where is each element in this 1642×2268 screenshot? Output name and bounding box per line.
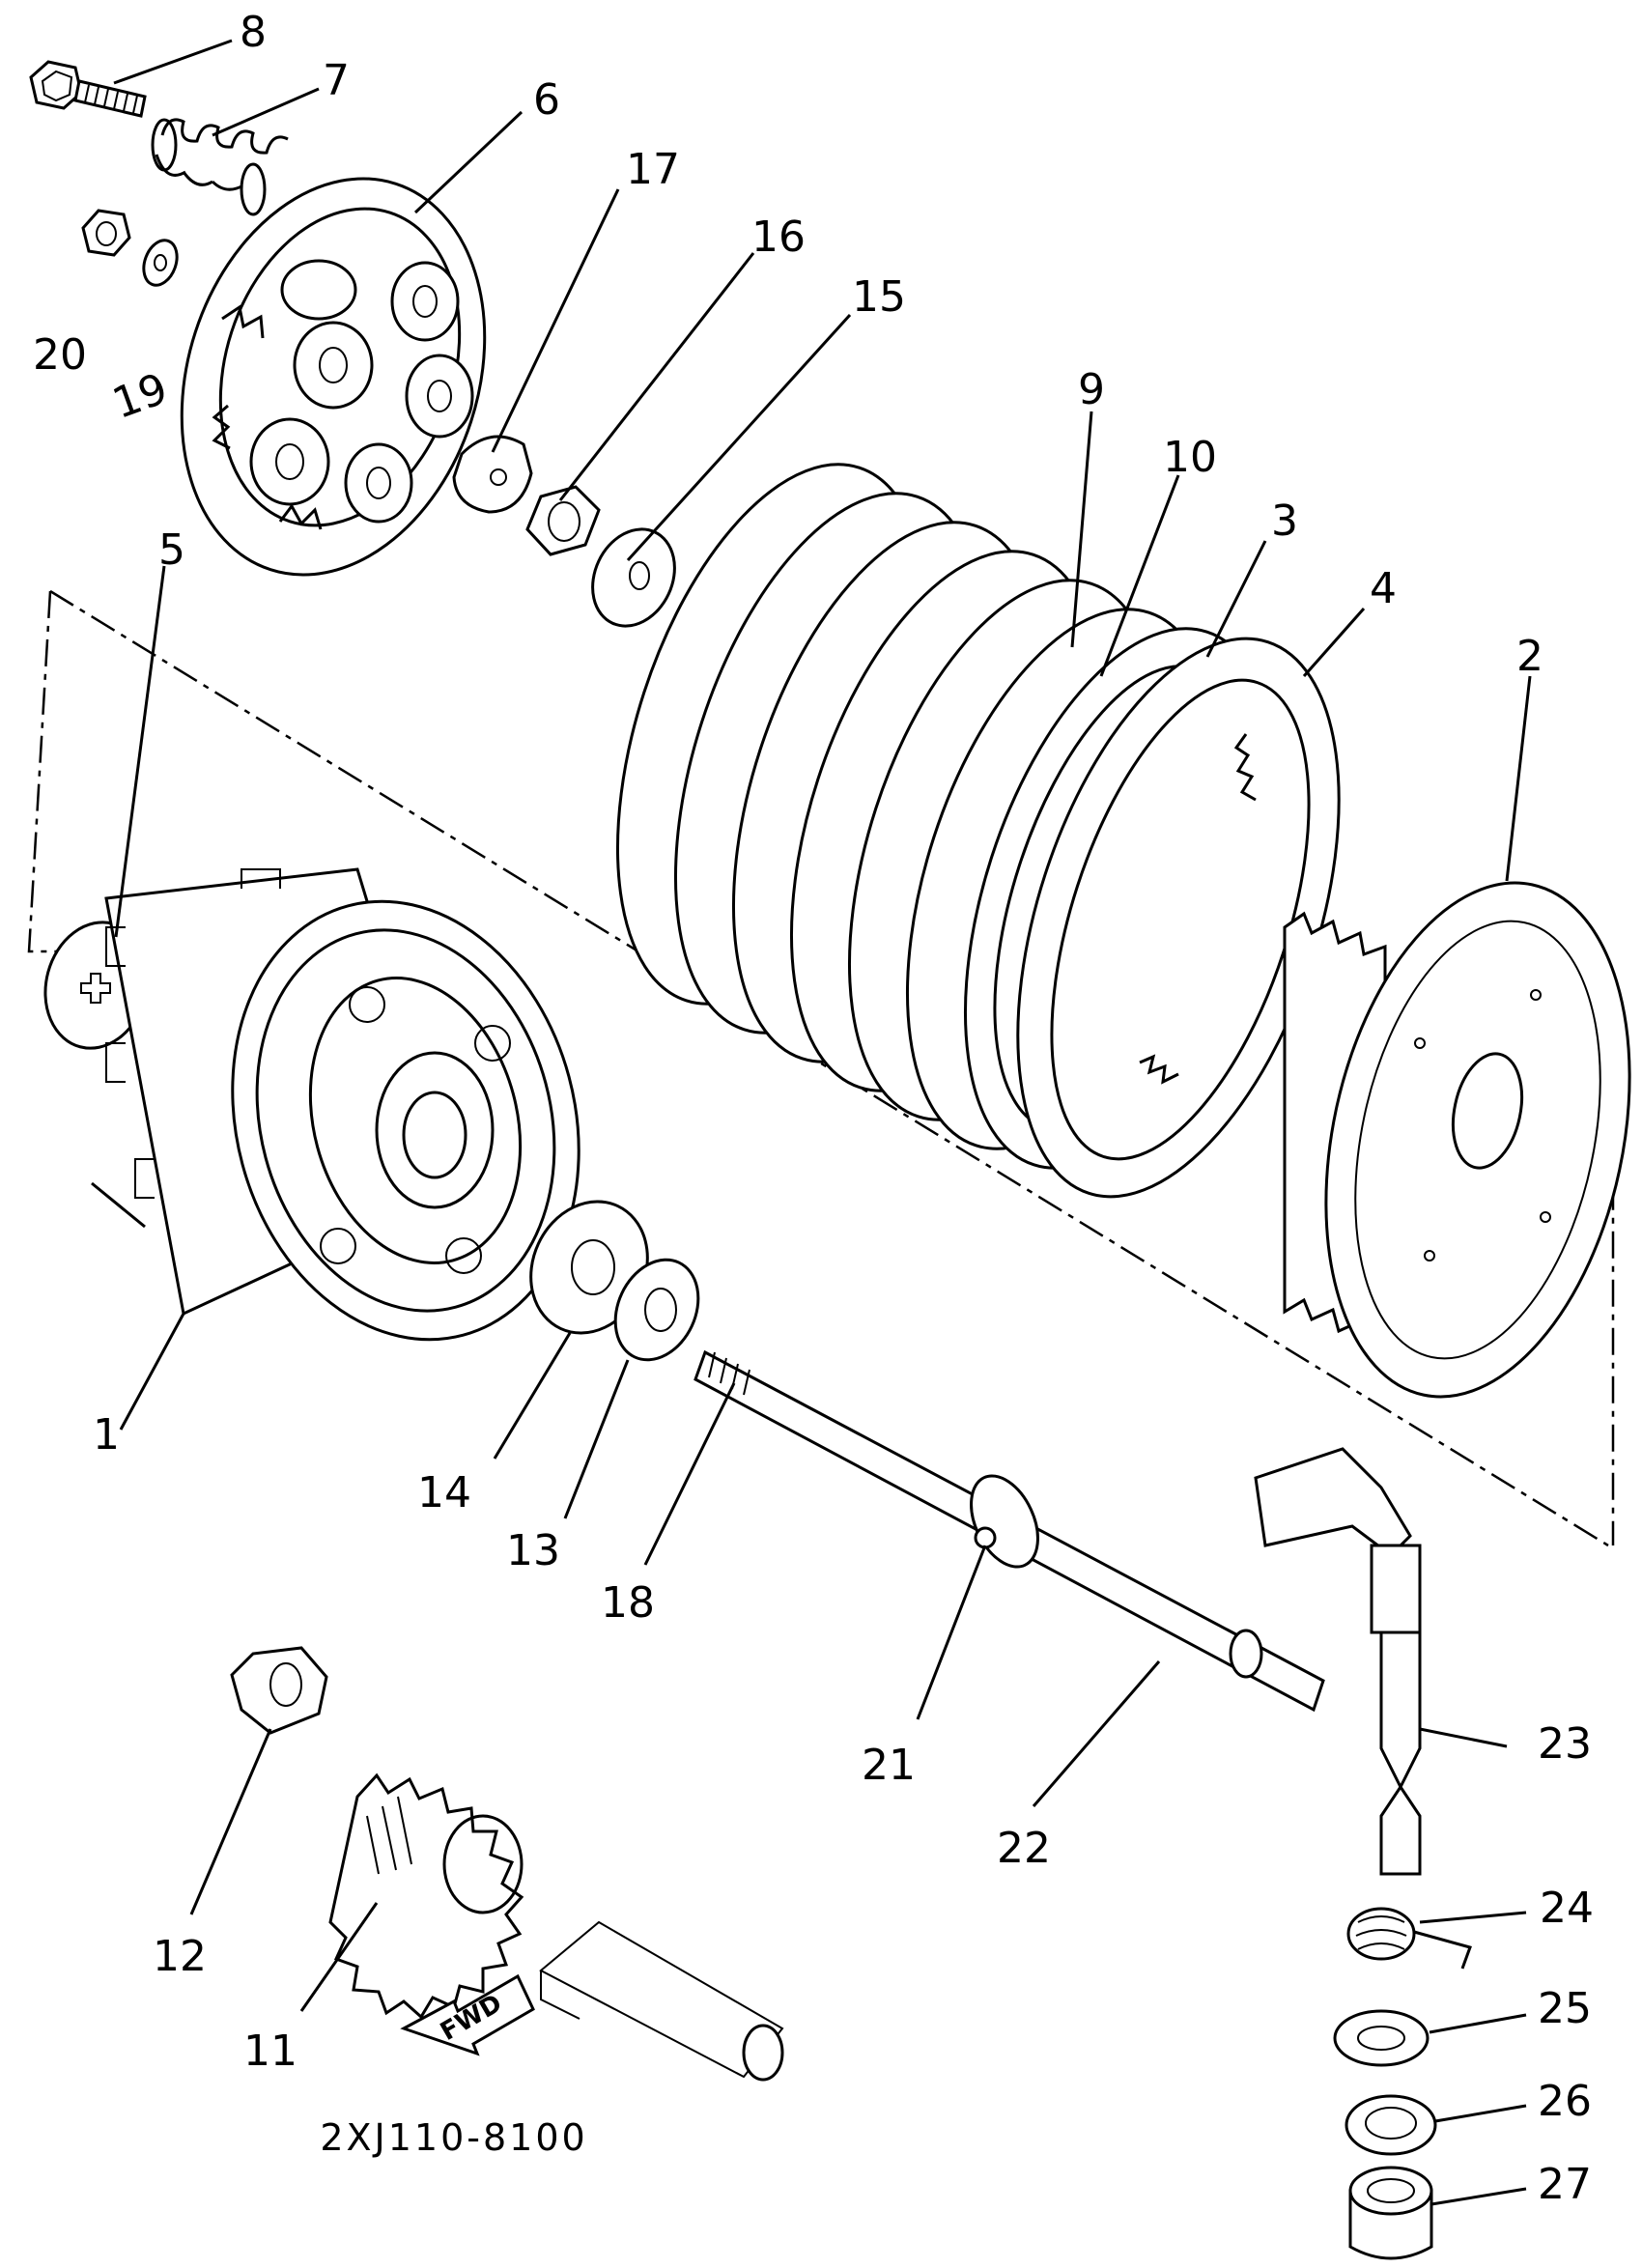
part-12-nut	[230, 1646, 328, 1735]
part-24-spring	[1346, 1907, 1472, 1970]
part-19-washer	[142, 239, 179, 287]
callout-20: 20	[33, 330, 87, 380]
callout-27: 27	[1538, 2160, 1592, 2209]
leader-lines	[91, 39, 1532, 2206]
callout-21: 21	[862, 1741, 916, 1790]
part-16-nut	[525, 485, 601, 556]
part-8-bolt	[29, 60, 147, 118]
callout-14: 14	[417, 1468, 471, 1517]
callout-12: 12	[153, 1932, 207, 1981]
callout-16: 16	[751, 213, 806, 262]
callout-22: 22	[997, 1824, 1051, 1873]
callout-8: 8	[240, 8, 267, 57]
callout-10: 10	[1163, 433, 1217, 482]
callout-24: 24	[1540, 1884, 1594, 1933]
part-27-bearing	[1348, 2166, 1433, 2260]
crankshaft-end	[539, 1920, 784, 2082]
callout-13: 13	[506, 1526, 560, 1575]
callout-15: 15	[852, 272, 906, 322]
part-17-push-plate	[452, 435, 533, 514]
part-7-spring	[151, 118, 289, 216]
part-1-clutch-housing	[104, 867, 580, 1342]
diagram-code: 2XJ110-8100	[320, 2116, 587, 2159]
callout-4: 4	[1370, 564, 1397, 613]
part-11-primary-drive-gear	[328, 1772, 524, 2020]
part-23-push-lever	[1254, 1447, 1422, 1876]
callout-17: 17	[626, 145, 680, 194]
callout-3: 3	[1271, 496, 1298, 546]
part-13-washer	[613, 1258, 700, 1362]
callout-5: 5	[158, 525, 185, 575]
callout-9: 9	[1078, 365, 1105, 414]
callout-7: 7	[323, 56, 350, 105]
callout-26: 26	[1538, 2077, 1592, 2126]
callout-11: 11	[243, 2027, 297, 2076]
callout-2: 2	[1516, 632, 1543, 681]
callout-1: 1	[93, 1410, 120, 1460]
callout-18: 18	[601, 1578, 655, 1628]
part-6-pressure-plate	[180, 177, 487, 577]
callout-6: 6	[533, 75, 560, 125]
part-21-ball	[974, 1526, 997, 1549]
part-26-oil-seal	[1345, 2094, 1437, 2156]
part-22-shaft	[694, 1349, 1325, 1713]
part-2-clutch-boss	[1283, 881, 1631, 1399]
part-20-nut	[81, 209, 131, 257]
callout-23: 23	[1538, 1719, 1592, 1769]
callout-19: 19	[106, 364, 174, 429]
callout-labels: 8 7 6 17 16 15 9 10 3 4 2 5 20 19 1 14 1…	[33, 8, 1594, 2209]
part-25-washer	[1333, 2009, 1430, 2067]
callout-25: 25	[1538, 1984, 1592, 2033]
